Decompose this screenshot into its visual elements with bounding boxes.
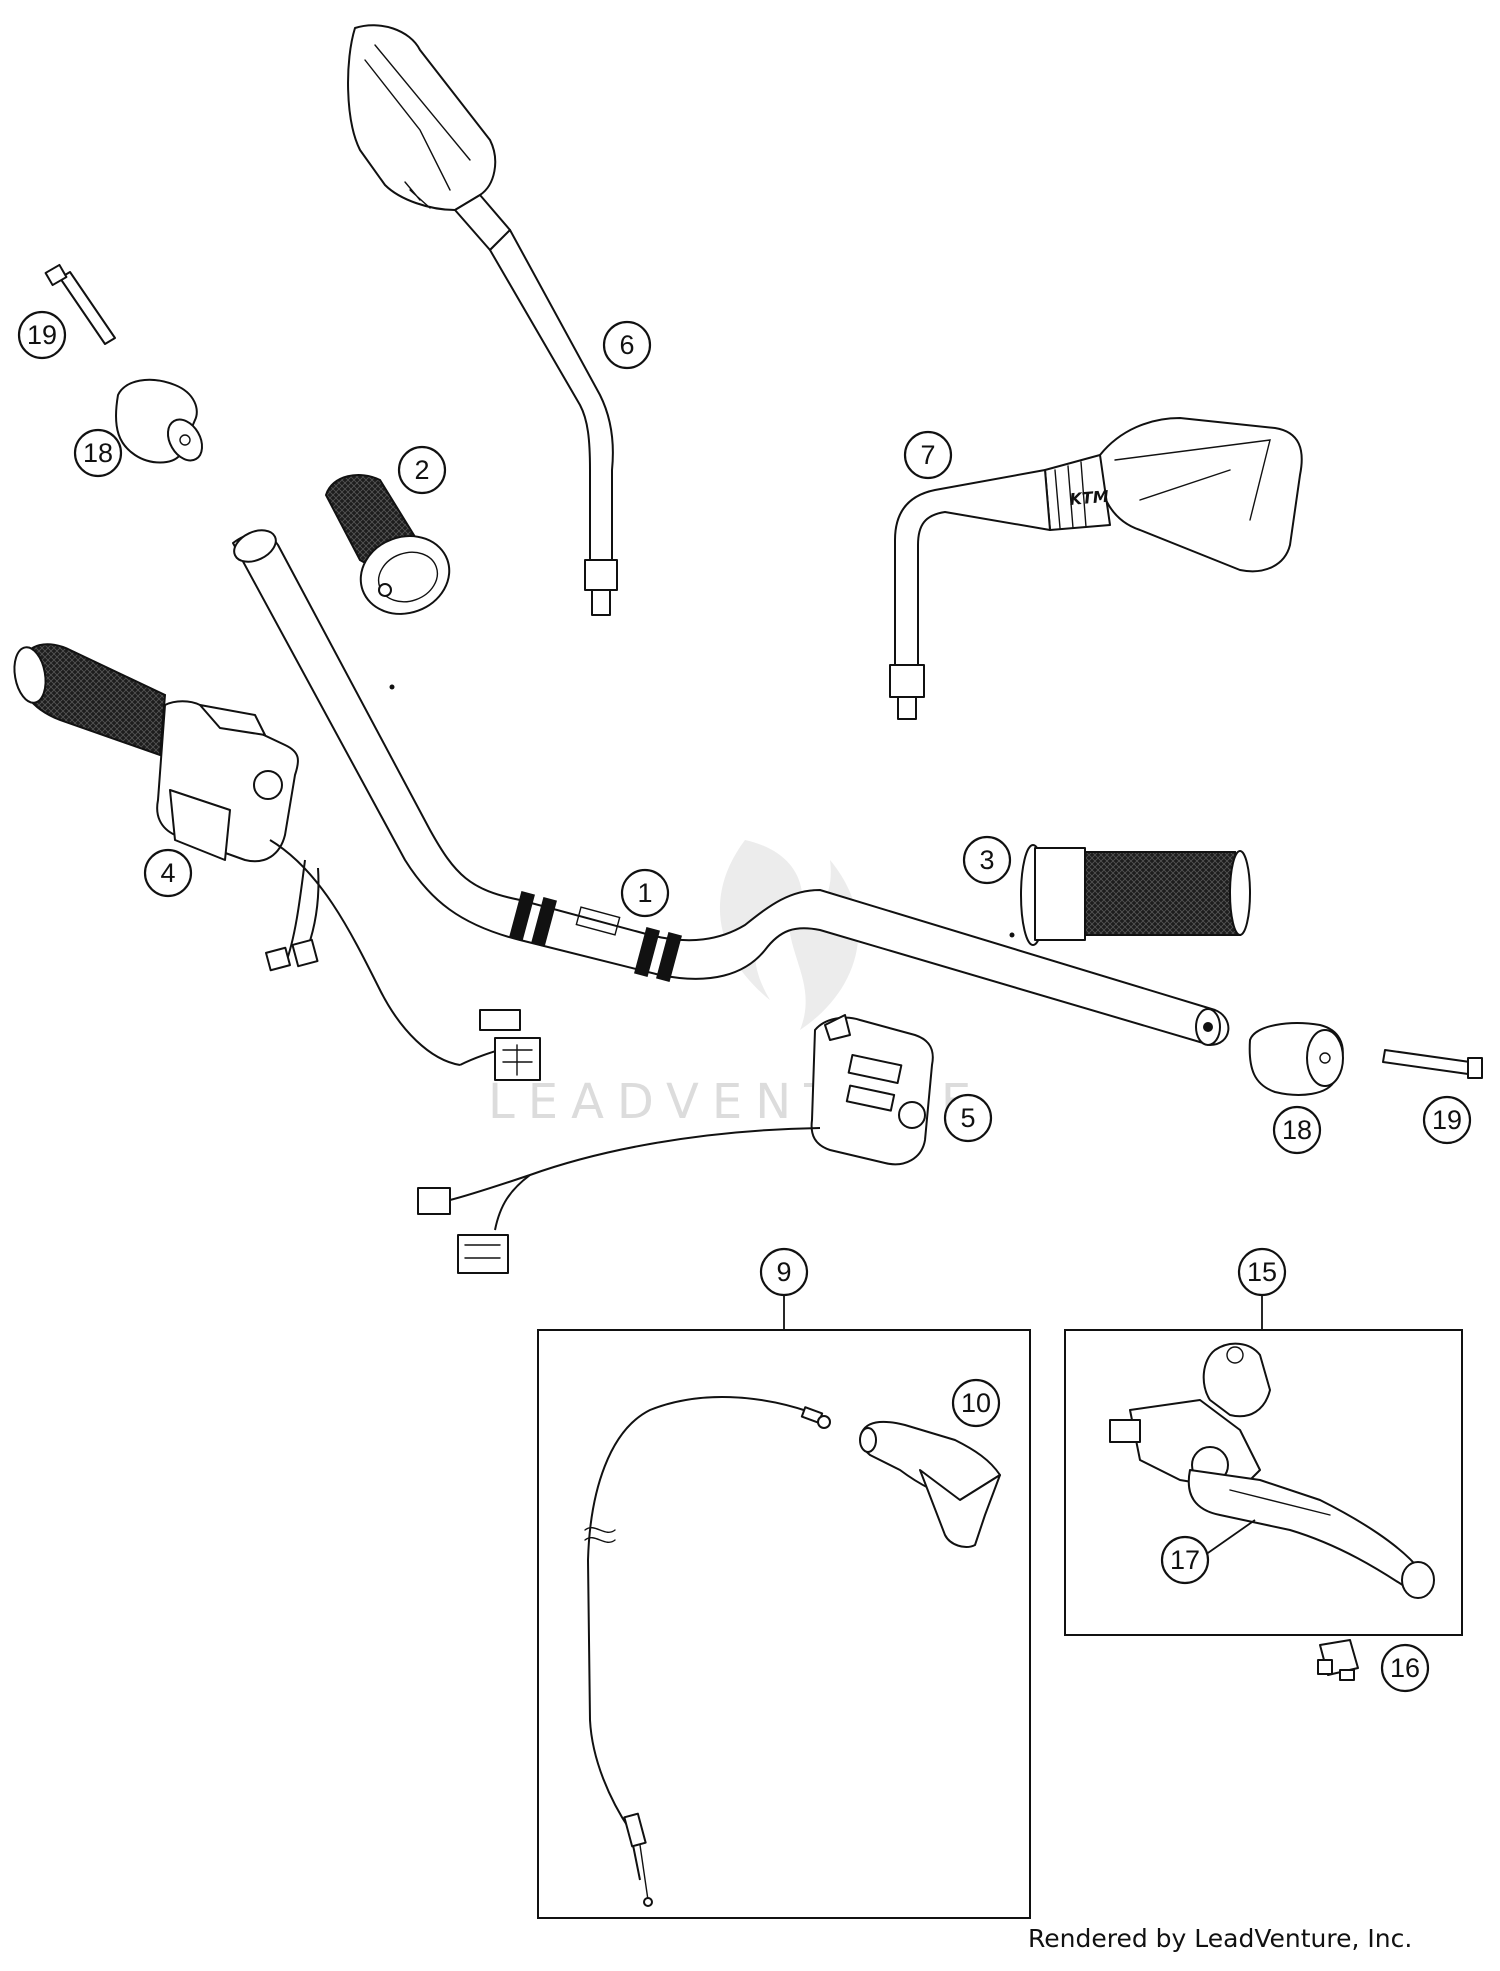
handlebar bbox=[232, 529, 1230, 1046]
callout-2: 2 bbox=[397, 445, 447, 495]
cable-cover-part-10 bbox=[859, 1420, 1001, 1548]
credit-text: Rendered by LeadVenture, Inc. bbox=[1028, 1924, 1413, 1953]
callout-5: 5 bbox=[943, 1093, 993, 1143]
callout-7: 7 bbox=[903, 430, 953, 480]
svg-text:17: 17 bbox=[1170, 1545, 1200, 1575]
callout-17: 17 bbox=[1160, 1535, 1210, 1585]
svg-text:19: 19 bbox=[27, 320, 57, 350]
svg-text:2: 2 bbox=[414, 455, 429, 485]
svg-text:10: 10 bbox=[961, 1388, 991, 1418]
svg-text:3: 3 bbox=[979, 845, 994, 875]
bar-end-weight-right bbox=[1248, 1022, 1344, 1096]
callout-15: 15 bbox=[1237, 1247, 1287, 1297]
svg-text:18: 18 bbox=[83, 438, 113, 468]
switch-part-16 bbox=[1317, 1639, 1359, 1681]
svg-text:4: 4 bbox=[160, 858, 175, 888]
callout-10: 10 bbox=[951, 1378, 1001, 1428]
svg-text:16: 16 bbox=[1390, 1653, 1420, 1683]
mirror-right: KTM bbox=[889, 417, 1303, 720]
callout-4: 4 bbox=[143, 848, 193, 898]
svg-text:15: 15 bbox=[1247, 1257, 1277, 1287]
callout-6: 6 bbox=[602, 320, 652, 370]
group-box-cable bbox=[537, 1295, 1031, 1919]
bar-end-weight-left bbox=[114, 378, 204, 464]
svg-text:6: 6 bbox=[619, 330, 634, 360]
svg-text:5: 5 bbox=[960, 1103, 975, 1133]
mirror-left bbox=[347, 24, 618, 616]
callout-1: 1 bbox=[620, 868, 670, 918]
group-box-lever bbox=[1064, 1295, 1463, 1681]
svg-text:9: 9 bbox=[776, 1257, 791, 1287]
svg-text:18: 18 bbox=[1282, 1115, 1312, 1145]
switch-assembly-right bbox=[417, 1014, 934, 1274]
callout-3: 3 bbox=[962, 835, 1012, 885]
svg-text:7: 7 bbox=[920, 440, 935, 470]
clutch-lever-part-17 bbox=[1109, 1342, 1435, 1599]
svg-text:19: 19 bbox=[1432, 1105, 1462, 1135]
callout-19-left: 19 bbox=[17, 310, 67, 360]
callout-16: 16 bbox=[1380, 1643, 1430, 1693]
svg-text:1: 1 bbox=[637, 878, 652, 908]
bolt-right bbox=[1382, 1049, 1483, 1079]
switch-assembly-left bbox=[13, 643, 541, 1081]
callout-18-left: 18 bbox=[73, 428, 123, 478]
mirror-logo: KTM bbox=[1069, 487, 1110, 509]
grip-part-3 bbox=[1020, 844, 1251, 946]
watermark-logo bbox=[719, 840, 859, 1030]
bolt-left bbox=[44, 263, 116, 345]
callout-9: 9 bbox=[759, 1247, 809, 1297]
grip-part-2 bbox=[324, 474, 451, 615]
callout-18-right: 18 bbox=[1272, 1105, 1322, 1155]
callout-19-right: 19 bbox=[1422, 1095, 1472, 1145]
